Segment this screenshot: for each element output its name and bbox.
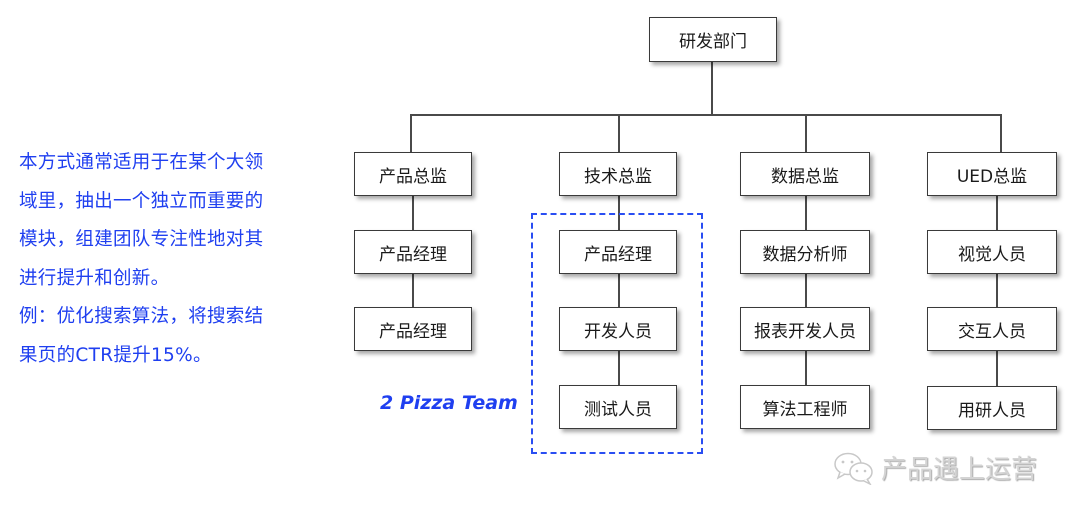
org-head-box: 技术总监 <box>559 152 677 196</box>
connector-col4-head <box>1000 114 1002 152</box>
connector-col4-v <box>996 196 998 386</box>
org-member-box: 算法工程师 <box>740 385 870 429</box>
description-text: 本方式通常适用于在某个大领 域里，抽出一个独立而重要的 模块，组建团队专注性地对… <box>19 144 319 375</box>
description-line: 模块，组建团队专注性地对其 <box>19 229 264 250</box>
org-member-box: 产品经理 <box>354 230 472 274</box>
org-head-box: 数据总监 <box>740 152 870 196</box>
wechat-icon <box>834 452 873 485</box>
watermark-text: 产品遇上运营 <box>881 455 1038 485</box>
org-member-box: 开发人员 <box>559 307 677 351</box>
connector-col3-head <box>805 114 807 152</box>
connector-col2-v <box>618 196 620 386</box>
org-member-box: 用研人员 <box>927 386 1057 430</box>
org-head-label: 数据总监 <box>771 166 839 187</box>
team-label: 2 Pizza Team <box>380 392 518 414</box>
org-head-label: 技术总监 <box>584 166 652 187</box>
org-member-box: 产品经理 <box>354 307 472 351</box>
connector-root-down <box>711 61 713 115</box>
connector-col3-v <box>805 196 807 386</box>
org-member-box: 交互人员 <box>927 307 1057 351</box>
org-root-box: 研发部门 <box>649 17 777 62</box>
org-member-label: 产品经理 <box>379 321 447 342</box>
org-member-label: 产品经理 <box>584 244 652 265</box>
org-member-label: 测试人员 <box>584 399 652 420</box>
description-line: 域里，抽出一个独立而重要的 <box>19 190 264 212</box>
org-head-label: 产品总监 <box>379 166 447 187</box>
org-root-label: 研发部门 <box>679 32 747 52</box>
description-line: 本方式通常适用于在某个大领 <box>19 152 264 173</box>
org-member-label: 产品经理 <box>379 244 447 265</box>
org-member-box: 视觉人员 <box>927 230 1057 274</box>
description-line: 进行提升和创新。 <box>19 267 170 289</box>
org-head-box: UED总监 <box>927 152 1057 196</box>
connector-col1-head <box>410 114 412 152</box>
org-member-label: 开发人员 <box>584 321 652 342</box>
org-member-label: 交互人员 <box>958 321 1026 342</box>
org-member-box: 测试人员 <box>559 385 677 429</box>
watermark: 产品遇上运营 <box>833 449 1037 486</box>
connector-horizontal <box>410 114 1001 116</box>
org-head-label: UED总监 <box>956 166 1028 187</box>
org-member-label: 用研人员 <box>958 400 1026 421</box>
org-member-box: 产品经理 <box>559 230 677 274</box>
org-member-label: 视觉人员 <box>958 244 1026 265</box>
org-member-box: 报表开发人员 <box>740 307 870 351</box>
description-line: 例：优化搜索算法，将搜索结 <box>19 306 264 327</box>
team-highlight-frame <box>531 213 703 454</box>
connector-col2-head <box>618 114 620 152</box>
org-head-box: 产品总监 <box>354 152 472 196</box>
org-member-box: 数据分析师 <box>740 230 870 274</box>
org-member-label: 数据分析师 <box>762 244 848 265</box>
org-member-label: 算法工程师 <box>762 399 848 420</box>
description-line: 果页的CTR提升15%。 <box>19 344 212 366</box>
org-member-label: 报表开发人员 <box>754 321 856 342</box>
